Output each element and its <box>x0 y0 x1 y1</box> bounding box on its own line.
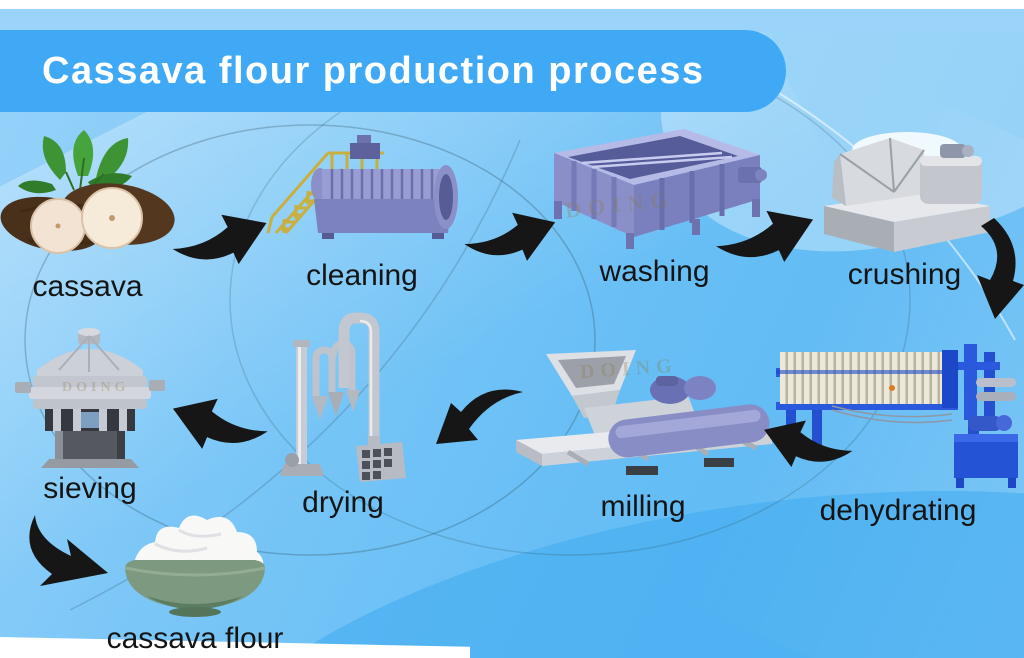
drying-flash-dryer-illustration <box>280 312 406 482</box>
stage-label-cleaning: cleaning <box>306 259 418 292</box>
arrow-washing-to-crushing <box>716 210 814 262</box>
arrow-milling-to-drying <box>436 389 523 444</box>
arrow-drying-to-sieving <box>172 398 268 449</box>
cassava-flour-bowl-illustration <box>124 515 266 617</box>
background-top-white-strip <box>0 0 1024 9</box>
sieving-vibrating-sifter-illustration <box>15 328 165 468</box>
stage-cassava: cassava <box>0 128 175 302</box>
stage-cassava-flour: cassava flour <box>95 498 295 654</box>
stage-label-cassava: cassava <box>32 270 143 303</box>
stage-sieving: sieving <box>15 324 165 504</box>
washing-machine-illustration <box>554 129 767 249</box>
background-top-light-band <box>0 9 1024 32</box>
stage-dehydrating: dehydrating <box>772 326 1024 526</box>
stage-drying: drying <box>268 296 418 518</box>
arrow-sieving-to-cassava-flour <box>29 515 109 586</box>
cassava-roots-illustration <box>0 130 175 254</box>
stage-label-crushing: crushing <box>847 258 962 291</box>
arrow-cassava-to-cleaning <box>172 214 267 265</box>
cleaning-machine-illustration <box>266 135 458 239</box>
title-banner: Cassava flour production process <box>0 30 786 112</box>
stage-label-washing: washing <box>599 255 710 288</box>
arrow-cleaning-to-washing <box>464 212 556 261</box>
stage-label-drying: drying <box>302 486 384 519</box>
stage-label-cassava-flour: cassava flour <box>106 622 284 655</box>
stage-cleaning: cleaning <box>262 125 462 291</box>
watermark-doing-sieving: DOING <box>62 380 130 395</box>
stage-label-dehydrating: dehydrating <box>819 494 977 527</box>
page-title: Cassava flour production process <box>42 49 705 92</box>
arrow-crushing-to-dehydrating <box>977 218 1024 319</box>
crushing-machine-illustration <box>824 132 990 252</box>
milling-machine-illustration <box>516 350 772 475</box>
stage-washing: washing <box>542 115 767 287</box>
dehydrating-filter-press-illustration <box>776 344 1018 488</box>
stage-crushing: crushing <box>812 128 997 290</box>
stage-milling: milling <box>508 348 778 522</box>
stage-label-milling: milling <box>600 490 686 523</box>
arrow-dehydrating-to-milling <box>764 420 853 468</box>
stage-label-sieving: sieving <box>43 472 137 505</box>
